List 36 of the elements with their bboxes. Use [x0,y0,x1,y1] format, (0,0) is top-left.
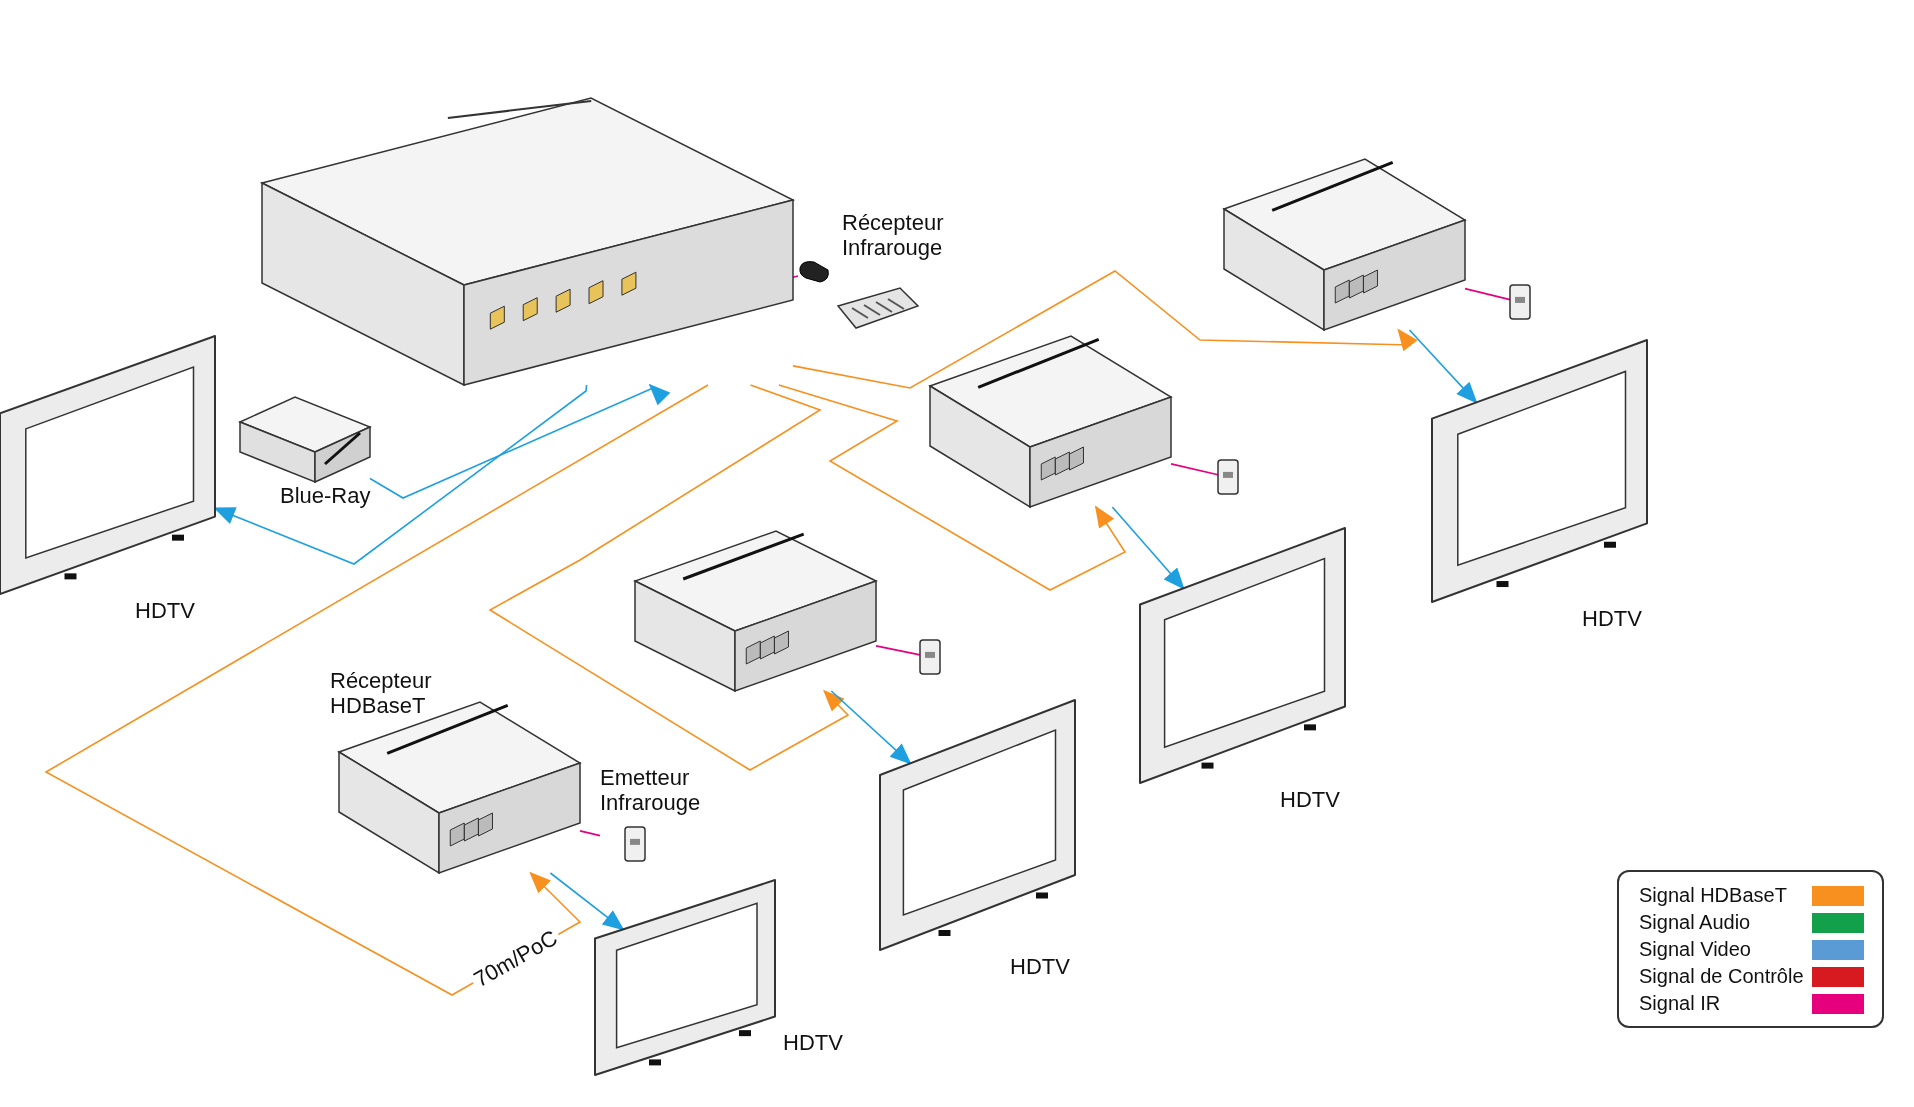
cable-arrow [213,384,588,565]
cable-arrow [830,690,912,765]
tv-label: HDTV [1280,787,1340,813]
cable-line [1170,463,1219,476]
cable-arrow [1111,506,1185,590]
tv-label: HDTV [783,1030,843,1056]
tv-label: HDTV [1010,954,1070,980]
tv-label: HDTV [1582,606,1642,632]
ir-emitter-drawing [1218,460,1238,494]
cable-line [579,830,601,837]
legend-label: Signal Audio [1639,911,1751,934]
legend-label: Signal IR [1639,992,1721,1015]
receiver-drawing [635,531,876,691]
splitter-drawing [262,98,793,385]
legend-label: Signal HDBaseT [1639,884,1787,907]
legend-label: Signal Video [1639,938,1751,961]
device-label: Emetteur Infrarouge [600,765,702,816]
cable-line [875,645,921,656]
cable-arrow [488,384,850,771]
receiver-drawing [1224,159,1465,330]
cable-arrow [369,383,671,499]
tv-label: HDTV [135,598,195,624]
receiver-drawing [930,336,1171,507]
device-label: Récepteur Infrarouge [842,210,945,261]
legend-label: Signal de Contrôle [1639,965,1804,988]
device-label: Blue-Ray [280,483,371,509]
cable-arrow [792,270,1418,389]
device-label: Récepteur HDBaseT [330,668,433,719]
cable-arrow [549,872,625,931]
cable-arrow [1408,329,1478,404]
cable-arrow [44,384,709,996]
ir-emitter-drawing [1510,285,1530,319]
cable-line [792,275,799,279]
cable-line [1464,287,1511,301]
cable-arrow [778,384,1127,591]
ir-emitter-drawing [920,640,940,674]
